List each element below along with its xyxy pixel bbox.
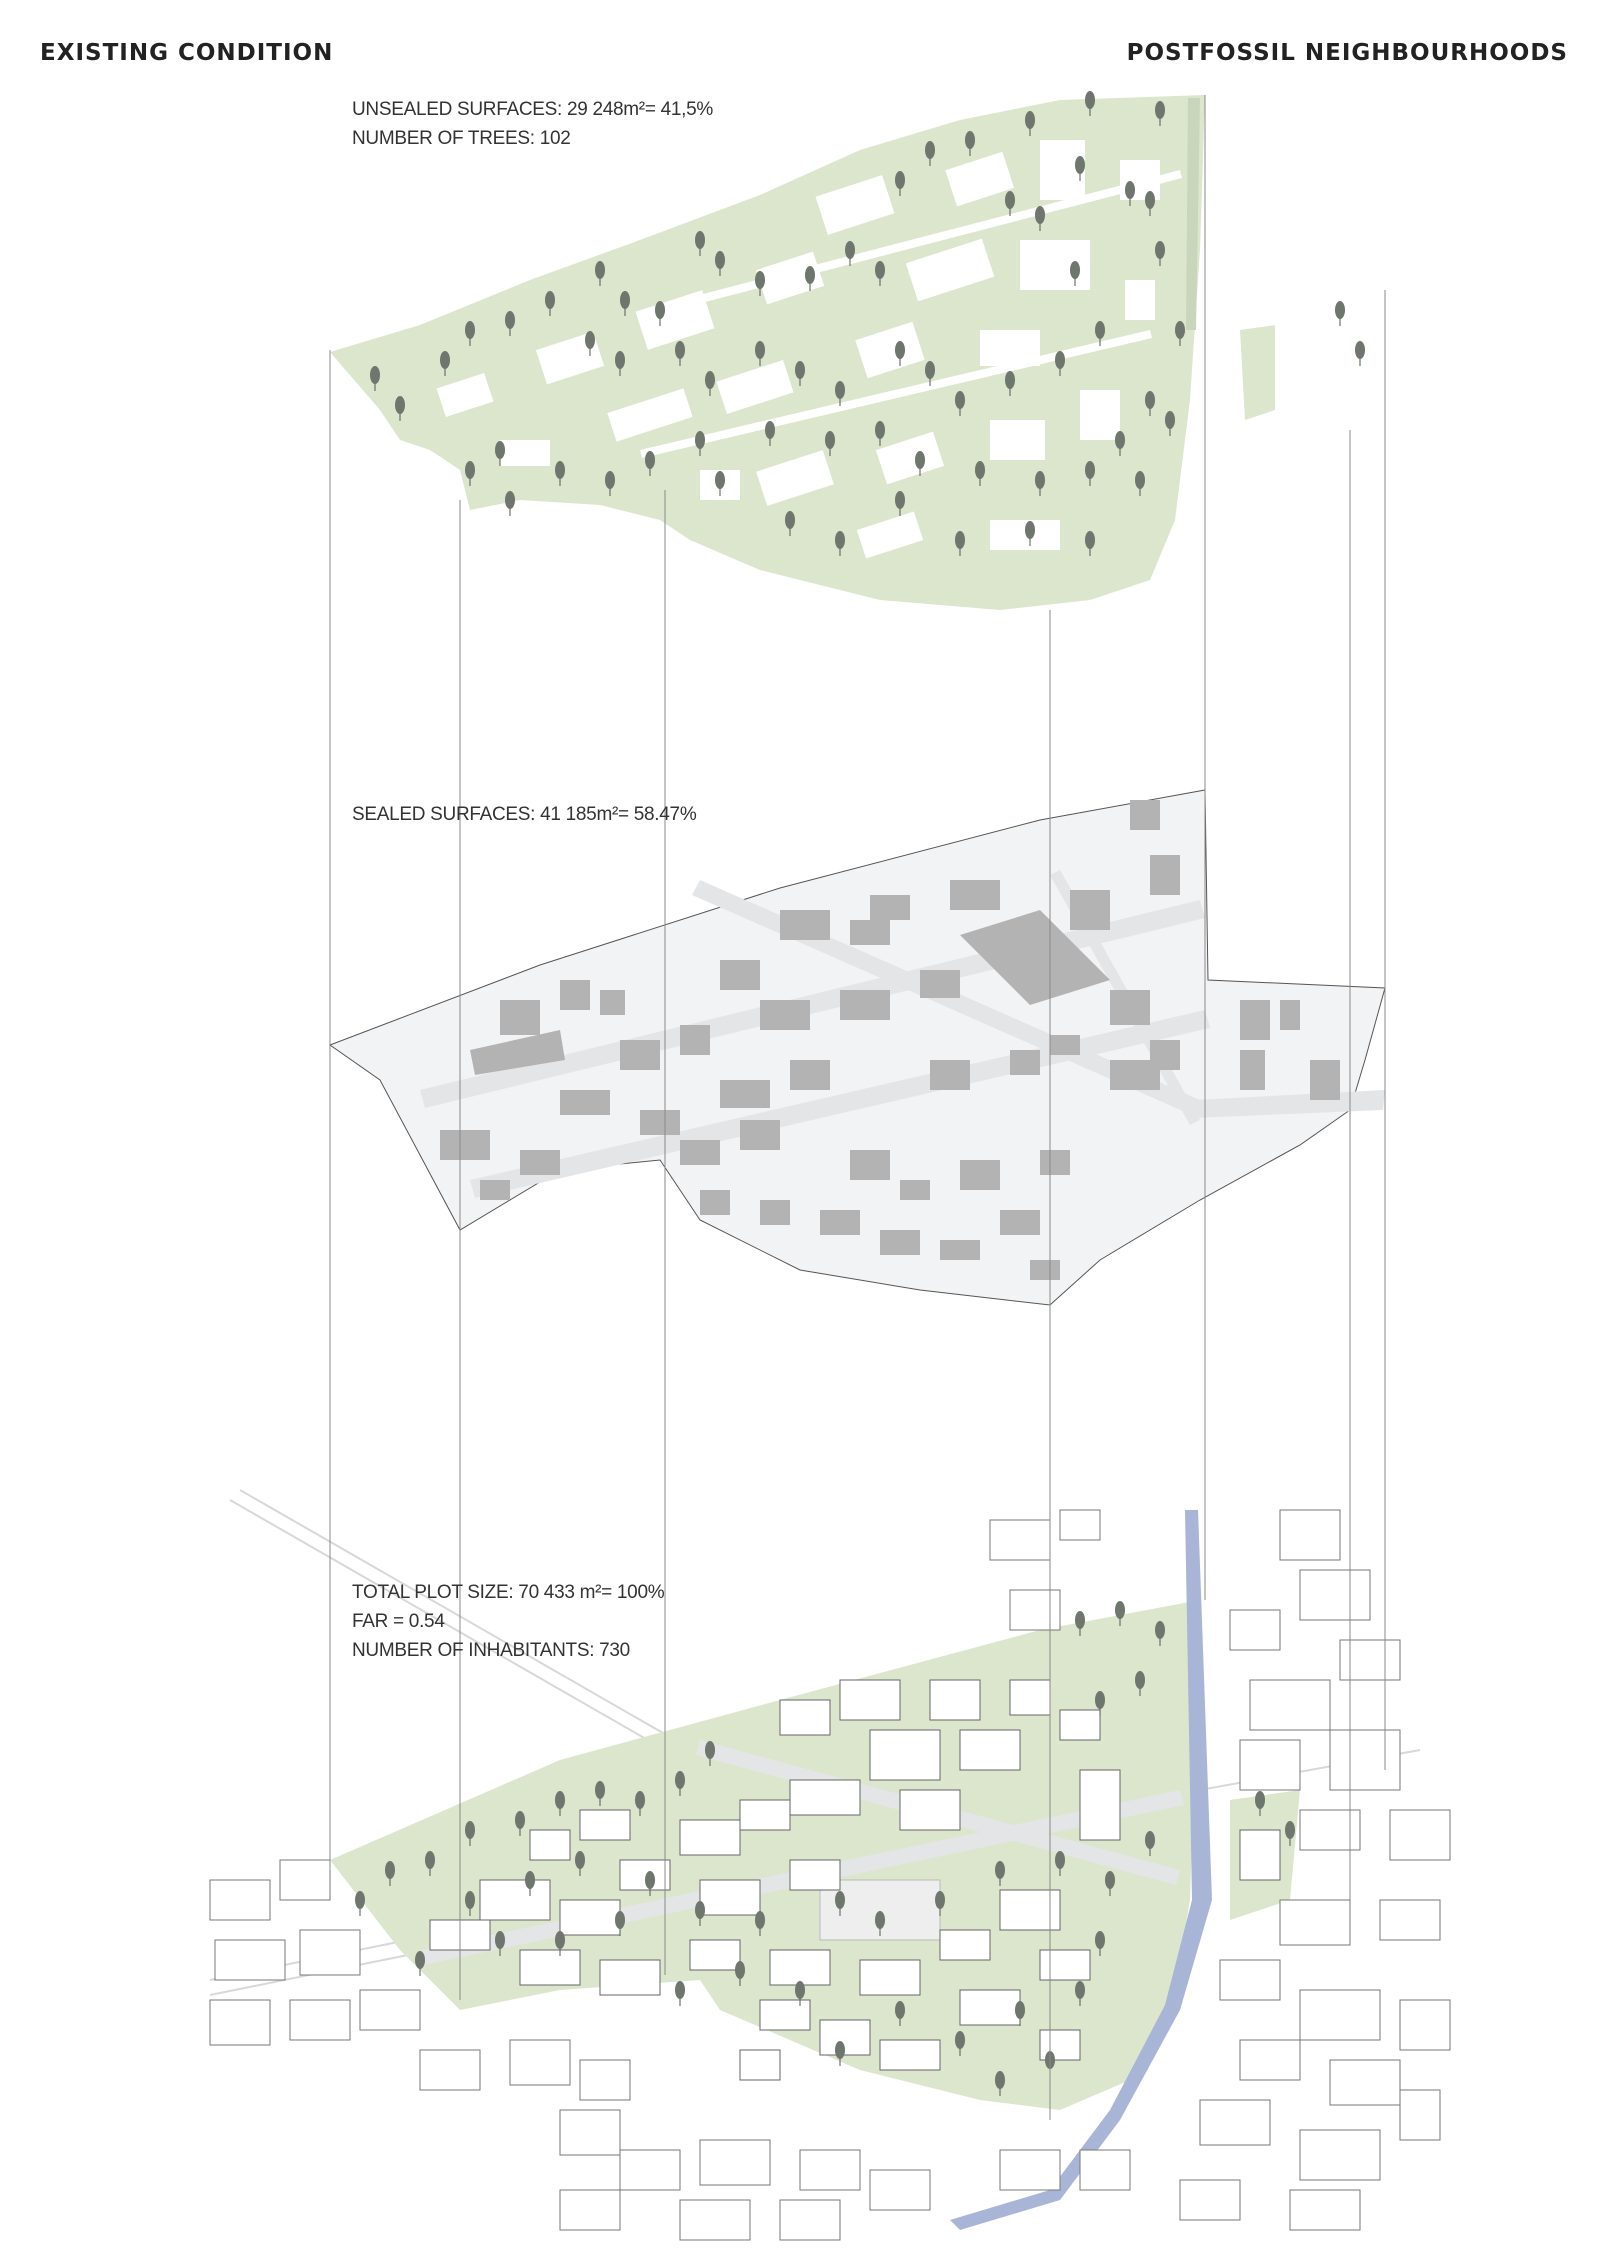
total-plot-layer bbox=[209, 1489, 1451, 2241]
header-existing-condition: EXISTING CONDITION bbox=[40, 40, 334, 66]
total-plot-size-label: TOTAL PLOT SIZE: 70 433 m²= 100% bbox=[352, 1582, 665, 1603]
leader-lines bbox=[329, 95, 1386, 2120]
number-of-trees-label: NUMBER OF TREES: 102 bbox=[352, 128, 571, 149]
unsealed-green-area-east bbox=[1240, 325, 1275, 420]
total-plot-stats: TOTAL PLOT SIZE: 70 433 m²= 100% FAR = 0… bbox=[352, 1578, 665, 1665]
number-of-inhabitants-label: NUMBER OF INHABITANTS: 730 bbox=[352, 1640, 630, 1661]
sealed-surfaces-stats: SEALED SURFACES: 41 185m²= 58.47% bbox=[352, 800, 697, 829]
header-postfossil-neighbourhoods: POSTFOSSIL NEIGHBOURHOODS bbox=[1126, 40, 1568, 66]
far-label: FAR = 0.54 bbox=[352, 1611, 445, 1632]
unsealed-surfaces-label: UNSEALED SURFACES: 29 248m²= 41,5% bbox=[352, 99, 713, 120]
sealed-surfaces-layer bbox=[328, 789, 1386, 1306]
building-block-icon-group bbox=[440, 800, 1340, 1280]
unsealed-surfaces-stats: UNSEALED SURFACES: 29 248m²= 41,5% NUMBE… bbox=[352, 95, 713, 153]
canal bbox=[950, 1510, 1212, 2230]
sealed-surfaces-label: SEALED SURFACES: 41 185m²= 58.47% bbox=[352, 804, 697, 825]
unsealed-surfaces-layer bbox=[330, 90, 1366, 610]
